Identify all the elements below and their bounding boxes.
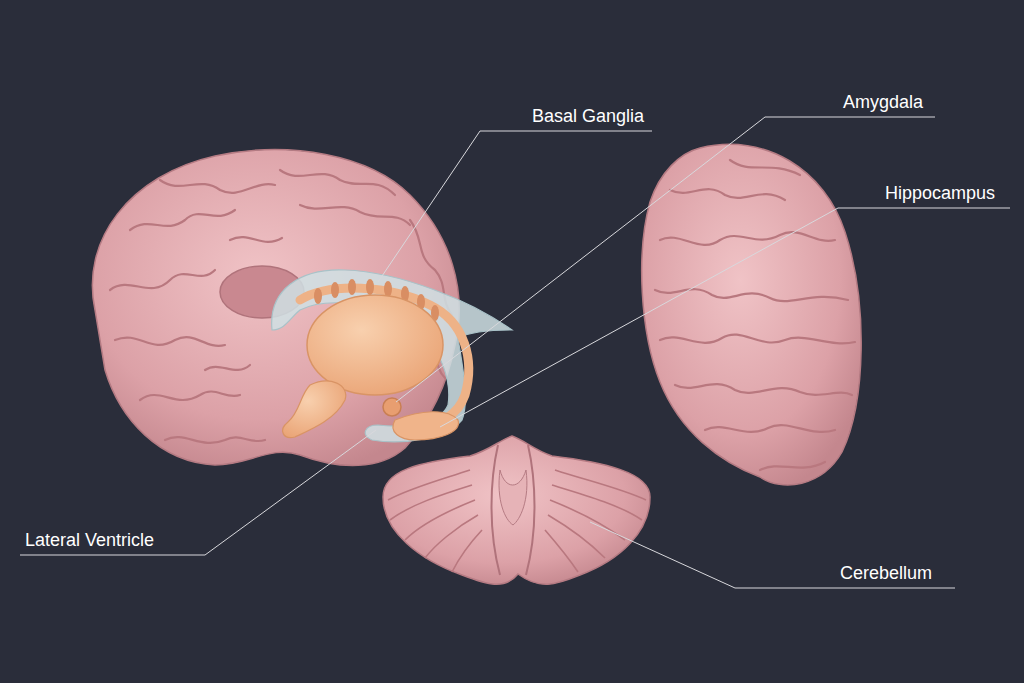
striation: [384, 281, 392, 297]
sulcus: [280, 170, 395, 195]
striation: [348, 279, 356, 295]
part-label: Basal Ganglia: [532, 105, 644, 127]
sulcus: [230, 237, 282, 242]
sulcus: [760, 462, 825, 470]
sulcus: [300, 205, 410, 225]
brainstem: [283, 381, 346, 438]
leader-line: [378, 131, 652, 282]
sulcus: [110, 270, 215, 290]
sulcus: [705, 425, 835, 432]
folium: [388, 470, 470, 500]
hippocampus-shape: [393, 412, 459, 440]
folium: [405, 500, 475, 540]
left-brain: [92, 150, 512, 466]
sulcus: [205, 365, 250, 370]
folium: [425, 515, 478, 558]
sulcus: [675, 384, 852, 395]
folium: [545, 530, 578, 572]
part-label: Cerebellum: [840, 562, 932, 584]
sulcus: [670, 189, 785, 200]
striation: [331, 282, 339, 298]
sulcus: [660, 232, 835, 245]
sulcus: [660, 335, 855, 344]
sulcus: [730, 160, 800, 175]
sulcus: [140, 391, 240, 400]
sulcus: [655, 289, 848, 301]
sulcus: [130, 210, 235, 230]
folium: [548, 515, 605, 558]
lateral-ventricle-shape: [272, 270, 512, 442]
leader-line: [396, 117, 935, 402]
hemisphere-outline: [642, 144, 861, 485]
gyri: [655, 160, 855, 470]
folium: [452, 530, 482, 572]
striation: [314, 288, 322, 304]
right-brain: [642, 144, 861, 485]
part-label: Amygdala: [843, 91, 923, 113]
leader-line: [20, 430, 376, 555]
leader-lines: [20, 117, 1010, 588]
folium: [552, 485, 642, 520]
basal-ganglia-shape: [307, 295, 443, 395]
leader-line: [590, 522, 955, 588]
part-label: Hippocampus: [885, 182, 995, 204]
sulcus: [160, 180, 275, 193]
folium: [550, 500, 625, 540]
folia: [388, 470, 646, 572]
sulcus: [115, 337, 225, 346]
folium: [390, 485, 472, 520]
part-label: Lateral Ventricle: [25, 529, 154, 551]
vermis: [492, 445, 535, 575]
cerebellum-figure: [383, 436, 650, 584]
leader-line: [440, 208, 1010, 427]
sulcus: [165, 437, 265, 443]
fourth-ventricle-area: [499, 470, 527, 525]
folium: [555, 470, 646, 500]
striation: [366, 279, 374, 295]
cerebellum-outline: [383, 436, 650, 584]
